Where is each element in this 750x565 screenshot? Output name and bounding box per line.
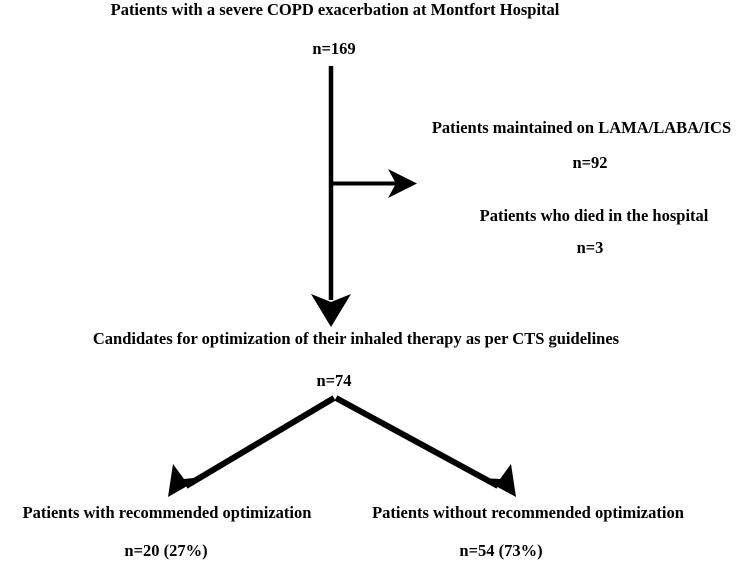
node-with-optimization-count: n=20 (27%): [124, 541, 208, 560]
arrowhead-down-candidates: [311, 294, 351, 327]
node-without-optimization-count: n=54 (73%): [459, 541, 543, 560]
node-excluded-died-label: Patients who died in the hospital: [479, 206, 709, 225]
arrowhead-down-right: [481, 464, 516, 497]
node-root-count: n=169: [312, 39, 356, 58]
node-without-optimization-label: Patients without recommended optimizatio…: [372, 503, 684, 522]
arrowhead-down-left: [168, 464, 203, 497]
connector-left-branch-shaft: [184, 395, 336, 489]
node-excluded-maintained-count: n=92: [572, 153, 608, 172]
node-candidates-label: Candidates for optimization of their inh…: [92, 329, 620, 348]
node-candidates-count: n=74: [316, 371, 352, 390]
node-excluded-died-count: n=3: [576, 238, 604, 257]
node-with-optimization-label: Patients with recommended optimization: [22, 503, 312, 522]
node-root-label: Patients with a severe COPD exacerbation…: [110, 0, 560, 19]
arrowhead-right-exclusions: [388, 169, 417, 198]
connector-right-branch-shaft: [334, 395, 500, 489]
node-excluded-maintained-label: Patients maintained on LAMA/LABA/ICS: [431, 118, 732, 137]
